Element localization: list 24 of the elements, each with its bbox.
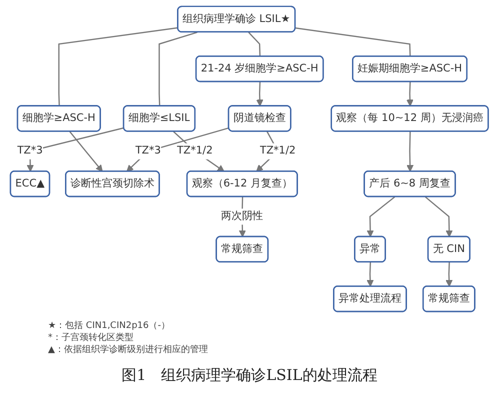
edge-label: 两次阴性	[221, 210, 264, 222]
arrow	[126, 127, 230, 172]
footnote: ★：包括 CIN1,CIN2p16（-）	[48, 320, 171, 332]
arrow	[406, 132, 414, 172]
connector	[158, 32, 198, 106]
figure-caption: 图1 组织病理学确诊LSIL的处理流程	[120, 366, 378, 385]
edge-label: TZ*3	[17, 144, 43, 157]
edge-label: TZ*3	[136, 144, 162, 157]
connector	[248, 32, 261, 57]
connector	[296, 27, 411, 57]
arrow	[366, 196, 396, 238]
arrow	[366, 262, 374, 287]
edge-label: TZ*1/2	[260, 144, 296, 157]
connector	[58, 27, 178, 106]
arrow	[69, 131, 103, 172]
arrow	[406, 82, 414, 106]
arrow	[26, 127, 124, 172]
edge-label: TZ*1/2	[177, 144, 213, 157]
arrow	[256, 82, 264, 106]
arrow	[173, 131, 225, 172]
arrow	[425, 196, 453, 238]
footnote: ▲：依据组织学诊断级别进行相应的管理	[48, 344, 208, 356]
footnote: *：子宫颈转化区类型	[48, 332, 134, 344]
arrow	[446, 262, 453, 287]
